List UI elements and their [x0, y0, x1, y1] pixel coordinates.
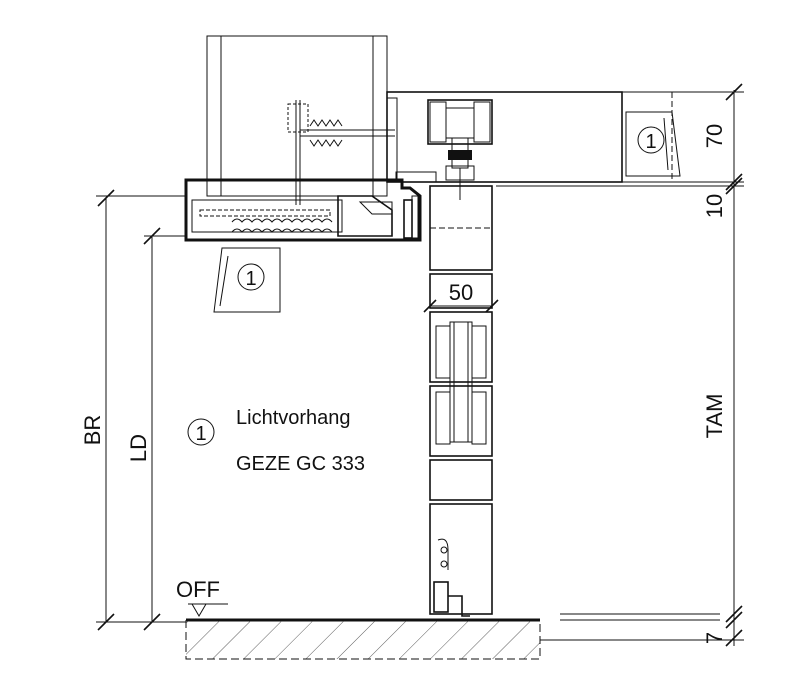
callout-number-left: 1 [245, 268, 256, 290]
light-curtain-callout-left: 1 [213, 247, 281, 313]
legend-line-2: GEZE GC 333 [236, 453, 365, 475]
door-leaf [429, 185, 493, 617]
dimension-label-tam: TAM [702, 394, 727, 439]
legend-line-1: Lichtvorhang [236, 407, 351, 429]
floor-guide [433, 538, 470, 617]
dimension-label-10: 10 [702, 194, 727, 218]
dimension-label-br: BR [80, 415, 105, 446]
dimension-label-7: 7 [702, 632, 727, 644]
dimension-label-50: 50 [449, 280, 473, 305]
dimension-label-ld: LD [126, 434, 151, 462]
callout-number-right: 1 [645, 131, 656, 153]
glazing [435, 321, 487, 445]
floor-level-marker: OFF [176, 577, 228, 617]
anchor-bolt [287, 100, 395, 205]
sensor-strip [231, 218, 333, 233]
dimension-50: 50 [423, 280, 499, 313]
roller-carriage [427, 99, 493, 200]
legend: 1 Lichtvorhang GEZE GC 333 [187, 407, 365, 475]
light-curtain-callout-right: 1 [625, 111, 681, 177]
dimension-br: BR [80, 189, 186, 631]
dimension-ld: LD [126, 227, 186, 631]
floor-label: OFF [176, 577, 220, 602]
legend-marker: 1 [195, 423, 206, 445]
floor-slab [185, 613, 720, 660]
dimension-label-70: 70 [702, 124, 727, 148]
dimension-right-chain: 70 10 TAM 7 [496, 83, 744, 647]
